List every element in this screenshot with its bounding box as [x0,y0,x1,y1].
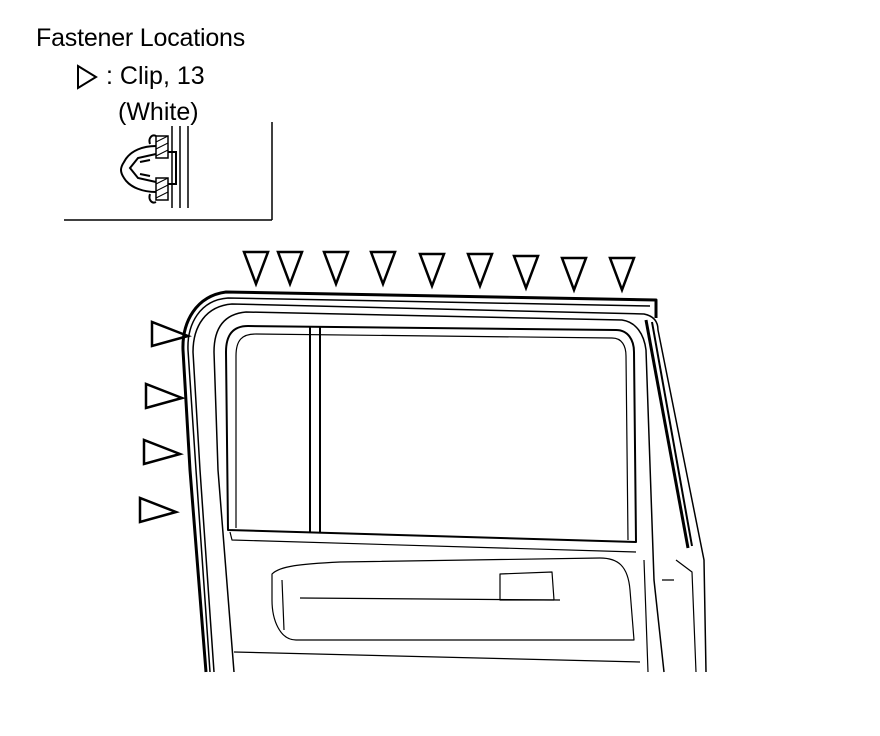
clip-marker [418,252,446,290]
clip-marker [608,256,636,294]
clip-marker [144,382,186,410]
clip-marker [138,496,180,524]
window-glass [225,325,637,543]
clip-marker [466,252,494,290]
clip-marker [142,438,184,466]
clip-marker [512,254,540,292]
clip-markers-left [138,320,192,524]
clip-marker [276,250,304,288]
weatherstrip-outer [181,290,658,673]
legend-item-color: (White) [118,98,199,126]
door-trim-panel [271,557,635,641]
clip-marker [322,250,350,288]
legend-item-clip: : Clip, 13 [76,62,205,91]
legend-item-label: : Clip, 13 [106,62,205,90]
clip-marker [369,250,397,288]
hollow-triangle-icon [77,63,98,90]
clip-marker [150,320,192,348]
legend-title: Fastener Locations [36,24,246,52]
clip-markers-top [242,250,636,294]
weatherstrip-rear [644,319,690,549]
clip-marker [242,250,270,288]
clip-illustration [64,122,273,221]
clip-marker [560,256,588,294]
door-handle [499,571,555,601]
